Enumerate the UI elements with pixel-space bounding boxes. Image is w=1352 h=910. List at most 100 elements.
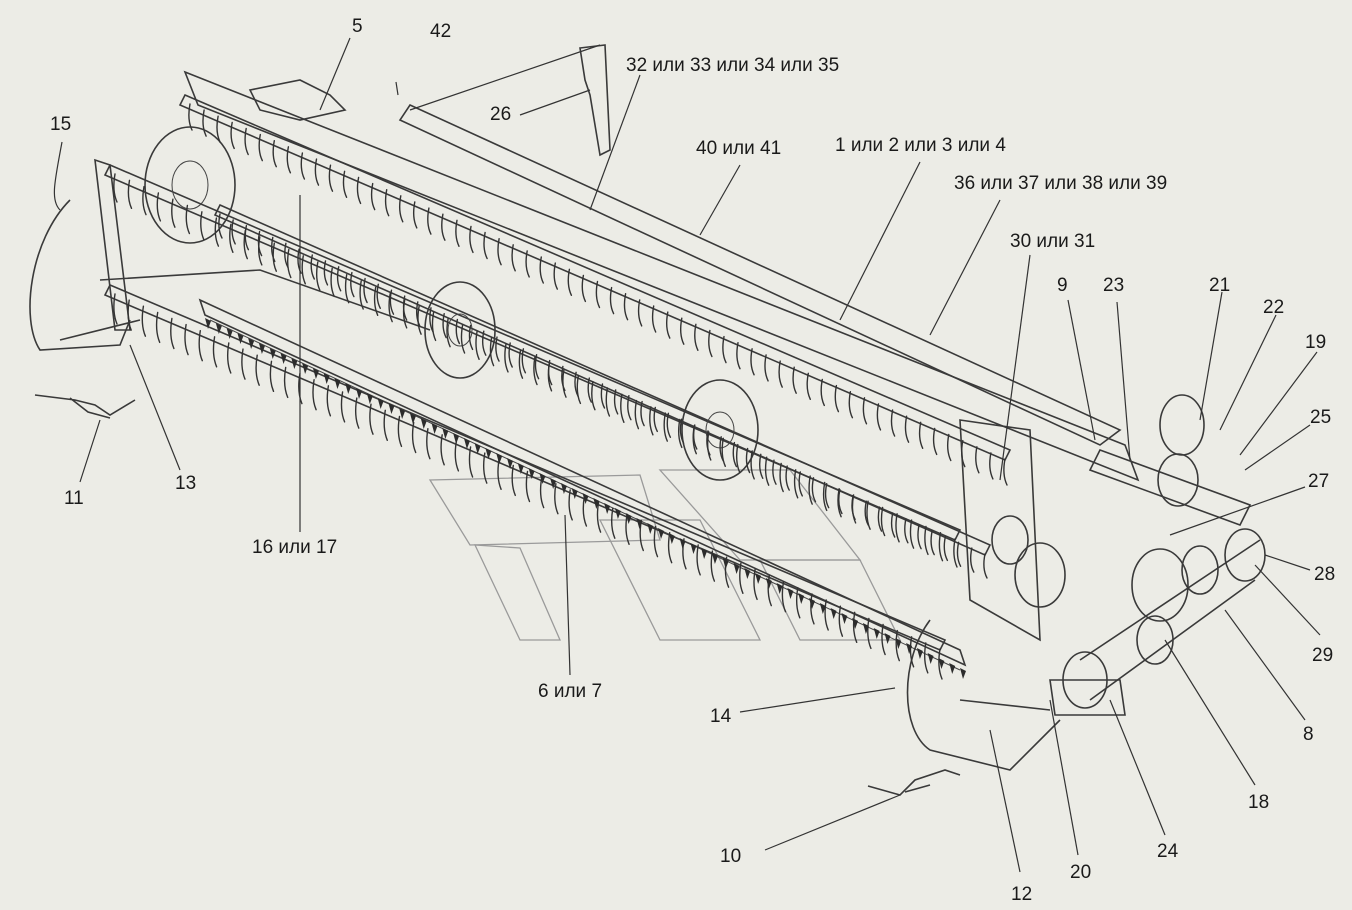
reel-tine xyxy=(764,354,769,382)
reel-tine xyxy=(946,433,952,462)
reel-tine xyxy=(890,512,896,538)
reel-tine xyxy=(806,372,811,400)
reel-tine xyxy=(767,574,772,607)
callout-5: 5 xyxy=(352,16,363,37)
reel-tine xyxy=(127,299,132,331)
reel-tine xyxy=(666,412,672,438)
reel-disc-middle xyxy=(424,281,496,379)
reel-tine xyxy=(653,406,658,433)
knife-section xyxy=(938,658,945,669)
reel-tine xyxy=(663,412,668,442)
reel-tine xyxy=(475,330,480,360)
knife-section xyxy=(388,403,395,414)
callout-42: 42 xyxy=(430,21,451,42)
knife-section xyxy=(679,538,686,549)
reel-tine xyxy=(587,377,592,403)
reel-tine xyxy=(969,547,975,573)
callout-18: 18 xyxy=(1248,792,1269,813)
knife-section xyxy=(647,523,654,534)
reel-tine xyxy=(231,219,236,245)
reel-tine xyxy=(866,500,871,530)
reel-tine xyxy=(441,213,446,241)
reel-tine xyxy=(739,562,744,594)
reel-tine xyxy=(198,330,203,362)
knife-section xyxy=(830,608,837,619)
reel-tine xyxy=(373,286,379,316)
reel-tine xyxy=(200,211,205,241)
knife-section xyxy=(420,418,427,429)
reel-tine xyxy=(838,488,843,515)
callout-27: 27 xyxy=(1308,471,1329,492)
reel-tine xyxy=(677,418,683,449)
knife-section xyxy=(560,483,567,494)
callout-9: 9 xyxy=(1057,275,1068,296)
reel-tine xyxy=(188,103,193,131)
reel-tine xyxy=(469,225,474,254)
callout-36-39: 36 или 37 или 38 или 39 xyxy=(954,173,1167,194)
knife-section xyxy=(776,583,783,594)
reel-tine xyxy=(440,434,445,466)
reel-tine xyxy=(600,383,606,409)
reel-tine xyxy=(824,483,830,509)
reel-tine xyxy=(781,581,787,613)
knife-section xyxy=(334,378,341,389)
reel-tine xyxy=(793,469,799,499)
reel-tine xyxy=(244,127,249,156)
reel-tine xyxy=(745,447,751,474)
knife-section xyxy=(485,448,492,459)
reel-tine xyxy=(581,274,587,303)
knife-section xyxy=(798,593,805,604)
reel-tine xyxy=(918,421,924,449)
reel-tine xyxy=(226,342,232,374)
knife-section xyxy=(312,368,319,379)
reel-tine xyxy=(376,283,381,309)
reel-tine xyxy=(218,213,223,239)
reel-tine xyxy=(269,360,275,392)
reel-tine xyxy=(753,568,758,601)
reel-tine xyxy=(518,349,524,379)
callout-8: 8 xyxy=(1303,724,1314,745)
reel-tine xyxy=(412,201,418,229)
reel-tine xyxy=(525,250,530,278)
reel-tine xyxy=(468,446,474,478)
knife-section xyxy=(668,533,675,544)
reel-tine xyxy=(960,439,966,468)
reel-tine xyxy=(244,225,250,251)
knife-section xyxy=(927,653,934,664)
reel-tine xyxy=(286,248,292,279)
callout-labels: 5 42 32 или 33 или 34 или 35 26 15 40 ил… xyxy=(50,16,1335,905)
reel-tine xyxy=(539,476,545,509)
reel-tine xyxy=(214,217,220,247)
reel-tine xyxy=(837,488,842,518)
reel-tine xyxy=(679,317,685,345)
knife-section xyxy=(496,453,503,464)
knife-section xyxy=(248,338,255,349)
reel-tine xyxy=(605,387,611,417)
reel-tine xyxy=(301,255,306,285)
knife-section xyxy=(916,648,923,659)
reel-tine xyxy=(576,374,582,405)
reel-tine xyxy=(388,292,393,323)
reel-tine xyxy=(312,379,317,411)
reel-tine xyxy=(732,441,738,468)
knife-section xyxy=(291,358,298,369)
knife-section xyxy=(744,568,751,579)
part-26-bracket xyxy=(579,44,611,157)
reel-tine xyxy=(397,415,403,448)
knife-section xyxy=(280,353,287,364)
reel-tine xyxy=(170,317,175,350)
reel-tine xyxy=(779,462,784,493)
reel-tine xyxy=(634,399,640,430)
reel-tine xyxy=(342,170,348,198)
reel-tine xyxy=(609,286,615,315)
knife-section xyxy=(636,518,643,529)
reel-tine xyxy=(876,403,882,431)
knife-section xyxy=(205,318,211,329)
reel-tine xyxy=(426,428,431,460)
reel-tine xyxy=(286,146,292,174)
knife-section xyxy=(862,623,869,634)
knife-section xyxy=(690,543,697,554)
reel-tine xyxy=(567,268,573,296)
reel-tine xyxy=(696,544,701,576)
reel-tine xyxy=(975,446,980,474)
